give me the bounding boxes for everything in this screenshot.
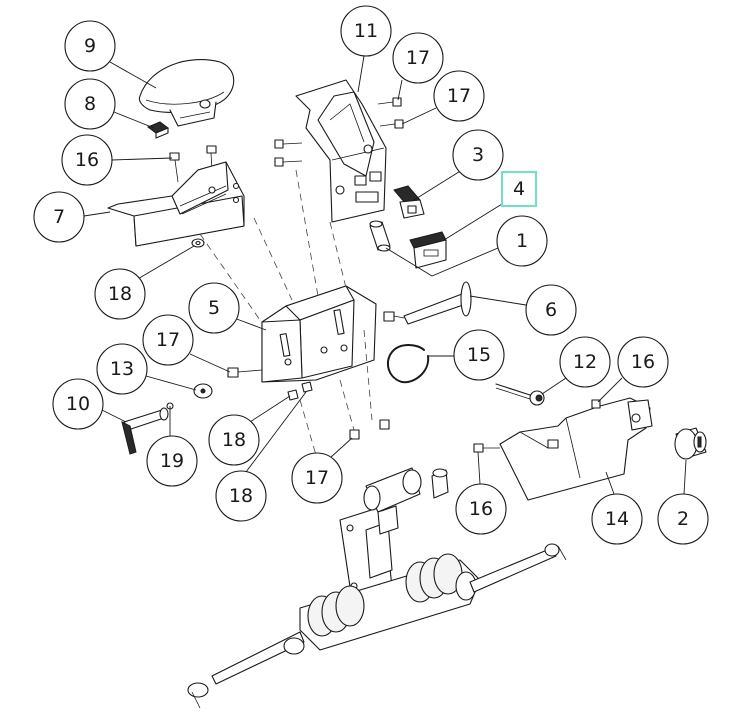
callout-label: 16: [75, 149, 99, 171]
callout-label: 5: [208, 297, 220, 319]
part-mount-bracket: [107, 161, 245, 247]
part-lamp: [138, 59, 235, 127]
part-steering-assembly: [187, 467, 567, 709]
callout-label: 18: [222, 429, 246, 451]
callout-label: 18: [229, 485, 253, 507]
part-bolts-left-bracket: [169, 145, 217, 183]
callout-label: 13: [110, 358, 134, 380]
assembly-lines: [199, 169, 373, 463]
part-cover-panel: [499, 397, 653, 501]
callout-label-highlighted: 4: [513, 178, 525, 200]
part-washer-13: [193, 383, 213, 399]
part-switch: [393, 185, 425, 219]
callout-label: 18: [108, 283, 132, 305]
part-long-pin: [383, 281, 472, 325]
callout-label: 6: [545, 299, 557, 321]
part-clip: [147, 121, 169, 139]
callouts-layer: 9 8 16 7 18 11 17 17 3: [33, 5, 709, 545]
parts-layer: [107, 59, 707, 709]
callout-label: 17: [156, 329, 180, 351]
callout-label: 10: [66, 393, 90, 415]
callout-label: 17: [447, 85, 471, 107]
callout-label: 11: [354, 20, 378, 42]
part-screw: [495, 383, 545, 406]
callout-label: 3: [472, 144, 484, 166]
callout-label: 12: [573, 351, 597, 373]
part-washer-bracket: [191, 238, 205, 248]
part-column-bracket: [295, 79, 387, 223]
part-ring: [386, 344, 430, 384]
callout-label: 15: [467, 344, 491, 366]
callout-label: 19: [160, 450, 184, 472]
callout-label: 17: [406, 47, 430, 69]
callout-label: 17: [305, 467, 329, 489]
callout-label: 16: [631, 351, 655, 373]
part-middle-bracket: [261, 285, 377, 383]
part-sleeve: [369, 220, 391, 252]
callout-label: 2: [677, 508, 689, 530]
part-bolt-panel: [473, 443, 500, 453]
callout-label: 16: [469, 498, 493, 520]
callout-highlight-box: [500, 170, 538, 208]
part-ignition-switch: [674, 427, 707, 460]
callout-label: 9: [84, 35, 96, 57]
callout-label: 14: [605, 508, 629, 530]
part-bolts-middle: [227, 367, 390, 440]
callout-label: 7: [53, 206, 65, 228]
callout-label: 1: [516, 230, 528, 252]
part-lever-handle: [121, 402, 174, 455]
part-plate: [409, 231, 447, 269]
part-bolts-column-right: [377, 97, 404, 129]
callout-label: 8: [84, 93, 96, 115]
part-bolts-column-left: [274, 139, 303, 167]
